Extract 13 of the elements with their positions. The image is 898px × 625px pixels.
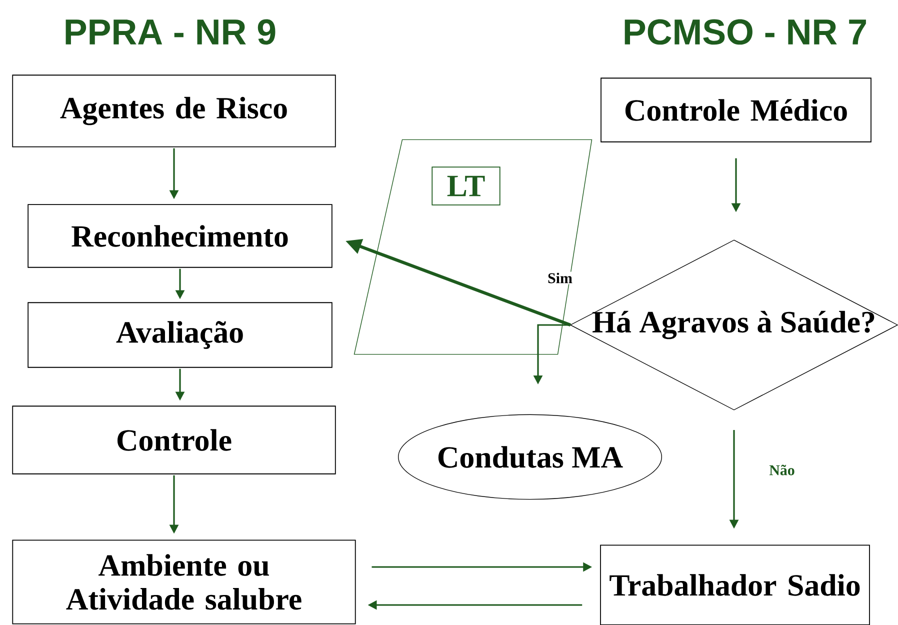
title: PCMSO - NR 7: [624, 19, 866, 45]
process-box: Ambiente ou Atividade salubre: [12, 540, 356, 624]
process-box: Controle Médico: [600, 78, 872, 142]
parallelogram-shape: [354, 139, 592, 355]
process-box: Agentes de Risco: [12, 74, 336, 148]
process-box: Avaliação: [28, 302, 332, 368]
ellipse-node: Condutas MA: [398, 414, 662, 500]
edge-label: Não: [768, 464, 796, 476]
process-box: Reconhecimento: [28, 204, 332, 268]
process-box: Trabalhador Sadio: [600, 544, 870, 625]
label-box: LT: [432, 166, 500, 206]
process-box: Controle: [12, 406, 336, 474]
edge-label: Sim: [546, 272, 574, 284]
